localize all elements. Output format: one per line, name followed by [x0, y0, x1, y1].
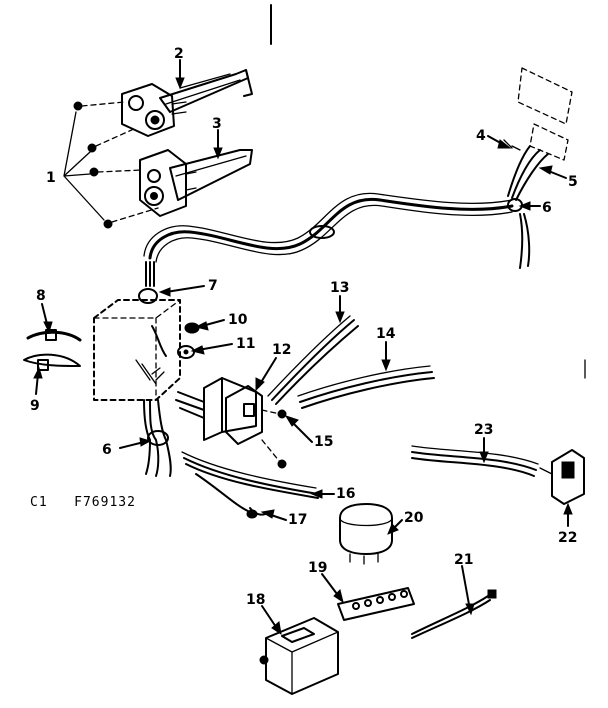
figure-code: C1 F769132	[30, 495, 136, 510]
part-23-cord	[411, 445, 539, 477]
callout-10: 10	[228, 312, 248, 328]
callout-2: 2	[174, 46, 184, 62]
part-9-trim	[23, 353, 81, 371]
part-15-screws	[261, 409, 287, 469]
callout-5: 5	[568, 174, 578, 190]
callout-11: 11	[236, 336, 255, 352]
callout-20: 20	[404, 510, 424, 526]
callout-6-bottom: 6	[102, 442, 112, 458]
part-20-capacitor	[339, 503, 393, 565]
part-21-wire	[411, 589, 497, 639]
callout-7: 7	[208, 278, 218, 294]
part-18-control-module	[259, 617, 339, 695]
junction-lower-wires	[143, 399, 172, 477]
top-right-wires	[503, 139, 549, 269]
part-8-trim	[26, 329, 82, 342]
part-19-terminal-block	[337, 587, 415, 621]
callout-23: 23	[474, 422, 493, 438]
callout-12: 12	[272, 342, 291, 358]
junction-box	[93, 288, 181, 401]
callout-18: 18	[246, 592, 265, 608]
callout-6-top: 6	[542, 200, 552, 216]
part-12-relay	[175, 377, 263, 445]
part-1-screws	[63, 101, 159, 229]
callout-14: 14	[376, 326, 396, 342]
part-22-plug	[539, 449, 585, 505]
callout-22: 22	[558, 530, 577, 546]
part-14-wire-bundle	[297, 365, 435, 409]
callout-17: 17	[288, 512, 307, 528]
part-10-screw	[184, 322, 200, 334]
callout-1: 1	[46, 170, 56, 186]
callout-16: 16	[336, 486, 355, 502]
part-2-upper-switch-bracket	[121, 69, 253, 137]
callout-13: 13	[330, 280, 349, 296]
callout-leaders	[33, 59, 573, 636]
callout-9: 9	[30, 398, 40, 414]
callout-21: 21	[454, 552, 473, 568]
part-16-wire-bundle	[181, 451, 319, 499]
callout-19: 19	[308, 560, 327, 576]
callout-3: 3	[212, 116, 222, 132]
panel-outline	[517, 67, 573, 161]
main-harness-wire	[143, 192, 514, 287]
callout-4: 4	[476, 128, 486, 144]
callout-labels: 1 2 3 4 5 6 7 8 9 10 11 12 13 14 15 6 16…	[30, 46, 578, 608]
callout-8: 8	[36, 288, 46, 304]
part-3-lower-switch-bracket	[139, 149, 253, 217]
part-13-wire-bundle	[267, 315, 359, 405]
callout-15: 15	[314, 434, 333, 450]
